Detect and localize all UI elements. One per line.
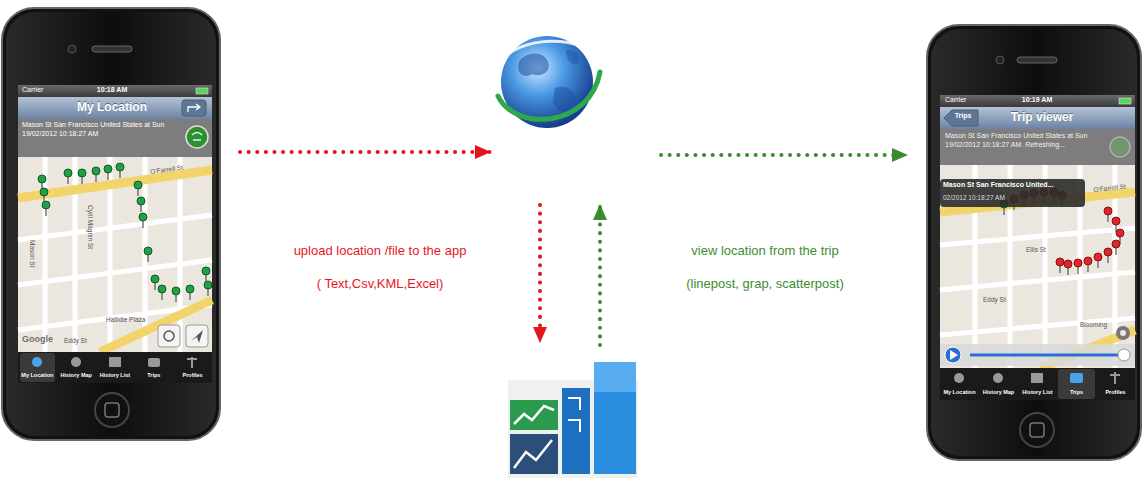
street-name: Eddy St [64,337,87,345]
map-logo: Google [22,334,53,345]
format-note: (linepost, grap, scatterpost) [645,276,885,292]
tab-label: Trips [1057,389,1096,396]
street-name: Ellis St [1026,246,1046,254]
place-name: Blooming [1080,321,1107,329]
street-name: O'Farrell St [150,163,183,175]
phone-illustration [927,25,1141,460]
carrier-text: Carrier [945,96,966,104]
tab-label: History List [96,372,135,379]
street-name: Cyril Magnin St [86,205,94,249]
dotted-arrow [538,205,542,342]
back-button: Trips [948,112,978,120]
callout-text: 02/2012 10:18:27 AM [943,194,1005,202]
address-text: Mason St San Francisco United States at … [945,132,1105,150]
clock-text: 10:18 AM [85,86,139,94]
phone-illustration [2,8,220,440]
dotted-arrow [661,153,907,157]
tab-label: My Location [18,372,57,379]
flow-label: upload location /file to the app [250,243,510,259]
chart-illustration [508,362,638,478]
dotted-arrow [598,205,602,345]
street-name: O'Farrell St [1093,183,1126,194]
address-text: Mason St San Francisco United States at … [22,121,172,139]
dotted-arrow [240,150,490,154]
tab-label: History List [1018,389,1057,396]
tab-label: Trips [134,372,173,379]
tab-label: Profiles [1096,389,1135,396]
street-name: Mason St [28,240,36,267]
tab-label: Profiles [173,372,212,379]
tab-label: My Location [940,389,979,396]
clock-text: 10:19 AM [1010,96,1064,104]
callout-text: Mason St San Francisco United... [943,181,1053,189]
screen-title: Trip viewer [982,110,1102,124]
place-name: Hallidie Plaza [106,316,145,324]
tab-label: History Map [979,389,1018,396]
globe-icon [498,34,596,130]
phone-screenshot: Carrier 10:19 AM Trips Trip viewerMason St … [927,25,1141,460]
tab-label: History Map [57,372,96,379]
flow-label: view location from the trip [645,243,885,259]
street-name: Eddy St [983,296,1006,304]
chart-icon [508,362,640,478]
screen-title: My Location [52,100,172,114]
carrier-text: Carrier [22,86,43,94]
globe-illustration [498,36,600,128]
phone-screenshot: Carrier10:18 AMMy LocationMason St San F… [2,8,220,440]
format-note: ( Text,Csv,KML,Excel) [250,276,510,292]
